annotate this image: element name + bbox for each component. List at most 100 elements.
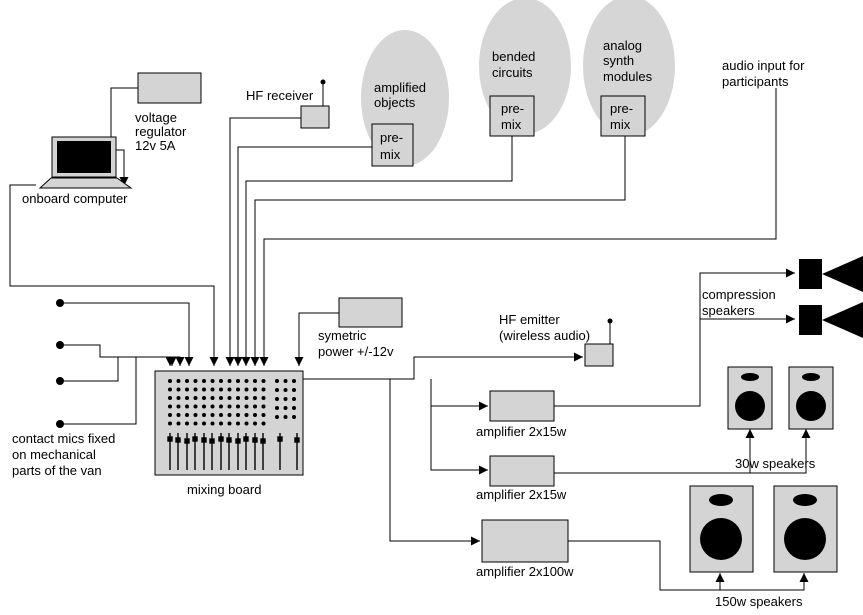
mixer-knob (176, 413, 181, 417)
mixer-fader-cap (201, 437, 207, 443)
mixer-fader-cap (218, 436, 224, 442)
mixer-knob (219, 404, 223, 409)
mixer-knob (253, 404, 257, 409)
amplifier-label: amplifier 2x100w (476, 564, 574, 579)
mixing-board (154, 370, 304, 476)
mixer-knob (244, 379, 249, 383)
mixer-knob (168, 404, 172, 409)
mixer-knob (275, 406, 279, 410)
mixer-knob (261, 421, 266, 426)
mixer-knob (219, 421, 223, 426)
mixer-knob (261, 387, 266, 392)
mixer-knob (292, 397, 296, 401)
mixer-knob (210, 387, 215, 392)
signal-wires (9, 87, 811, 591)
amplifier-label: amplifier 2x15w (476, 487, 567, 502)
mixer-knob (253, 379, 257, 383)
mixer-knob (202, 404, 206, 409)
mixer-knob (236, 387, 240, 392)
analog-synth-label: analog synth modules (603, 38, 653, 84)
mixer-knob (275, 388, 279, 392)
mixer-knob (236, 404, 240, 409)
mixer-knob (244, 387, 249, 392)
amplifier-box-2 (489, 455, 555, 487)
mixer-knob (227, 421, 232, 426)
mixer-fader-cap (243, 436, 249, 442)
mixer-knob (227, 404, 232, 409)
speakers-150w-label: 150w speakers (715, 594, 803, 609)
mixer-fader-cap (184, 438, 190, 444)
mixer-knob (168, 379, 172, 383)
mixer-knob (244, 396, 249, 400)
premix-box-analog-synth (600, 95, 646, 137)
mixer-fader-cap (277, 436, 283, 442)
voltage-regulator-label: voltage regulator 12v 5A (135, 110, 190, 153)
audio-input-label: audio input for participants (722, 58, 808, 89)
mixer-knob (202, 421, 206, 426)
mixer-knob (185, 387, 189, 392)
mixer-knob (244, 413, 249, 417)
mixer-knob (185, 421, 189, 426)
mixer-knob (202, 379, 206, 383)
mixer-knob (193, 404, 198, 409)
mixer-knob (236, 396, 240, 400)
mixer-fader-cap (209, 438, 215, 444)
hf-receiver-antenna (320, 79, 326, 106)
speakers-30w-label: 30w speakers (735, 456, 816, 471)
mixer-knob (261, 379, 266, 383)
speaker-150w-icon (773, 485, 838, 573)
mixer-knob (261, 404, 266, 409)
contact-mics-label: contact mics fixed on mechanical parts o… (12, 431, 119, 478)
mixer-knob (185, 413, 189, 417)
mixer-knob (261, 413, 266, 417)
mixing-board-label: mixing board (187, 482, 261, 497)
hf-emitter-label: HF emitter (wireless audio) (499, 312, 590, 343)
mixer-fader-cap (192, 436, 198, 442)
jack-dots (56, 299, 298, 428)
mixer-fader-cap (226, 437, 232, 443)
mixer-knob (219, 379, 223, 383)
laptop-icon (38, 136, 133, 189)
mixer-knob (283, 406, 288, 410)
voltage-regulator-box (137, 72, 202, 104)
mixer-knob (253, 413, 257, 417)
mixer-knob (227, 387, 232, 392)
mixer-knob (193, 413, 198, 417)
mixer-knob (202, 387, 206, 392)
mixer-fader-cap (260, 438, 266, 444)
mixer-knob (253, 387, 257, 392)
mixer-knob (236, 379, 240, 383)
mixer-knob (275, 397, 279, 401)
amplifier-box-3 (481, 519, 569, 563)
mixer-knob (185, 396, 189, 400)
mixer-knob (168, 396, 172, 400)
mixer-knob (261, 396, 266, 400)
mixer-knob (292, 388, 296, 392)
mixer-knob (283, 379, 288, 383)
hf-emitter-box (584, 343, 614, 367)
mixer-fader-cap (252, 437, 258, 443)
mixer-knob (202, 413, 206, 417)
premix-label: pre- mix (610, 101, 637, 132)
mixer-knob (244, 404, 249, 409)
mixer-knob (210, 404, 215, 409)
mixer-knob (168, 413, 172, 417)
mixer-knob (219, 413, 223, 417)
mixer-fader-cap (175, 437, 181, 443)
mixer-knob (193, 379, 198, 383)
mixer-knob (176, 379, 181, 383)
mixer-knob (283, 388, 288, 392)
symetric-power-box (338, 297, 403, 328)
mixer-knob (253, 396, 257, 400)
speaker-150w-icon (689, 485, 754, 573)
mixer-knob (176, 396, 181, 400)
mixer-knob (292, 406, 296, 410)
mixer-knob (219, 396, 223, 400)
symetric-power-label: symetric power +/-12v (318, 328, 394, 359)
speaker-30w-icon (727, 366, 773, 430)
mixer-knob (210, 421, 215, 426)
mixer-knob (292, 415, 296, 419)
hf-receiver-label: HF receiver (246, 88, 314, 103)
mixer-knob (193, 396, 198, 400)
